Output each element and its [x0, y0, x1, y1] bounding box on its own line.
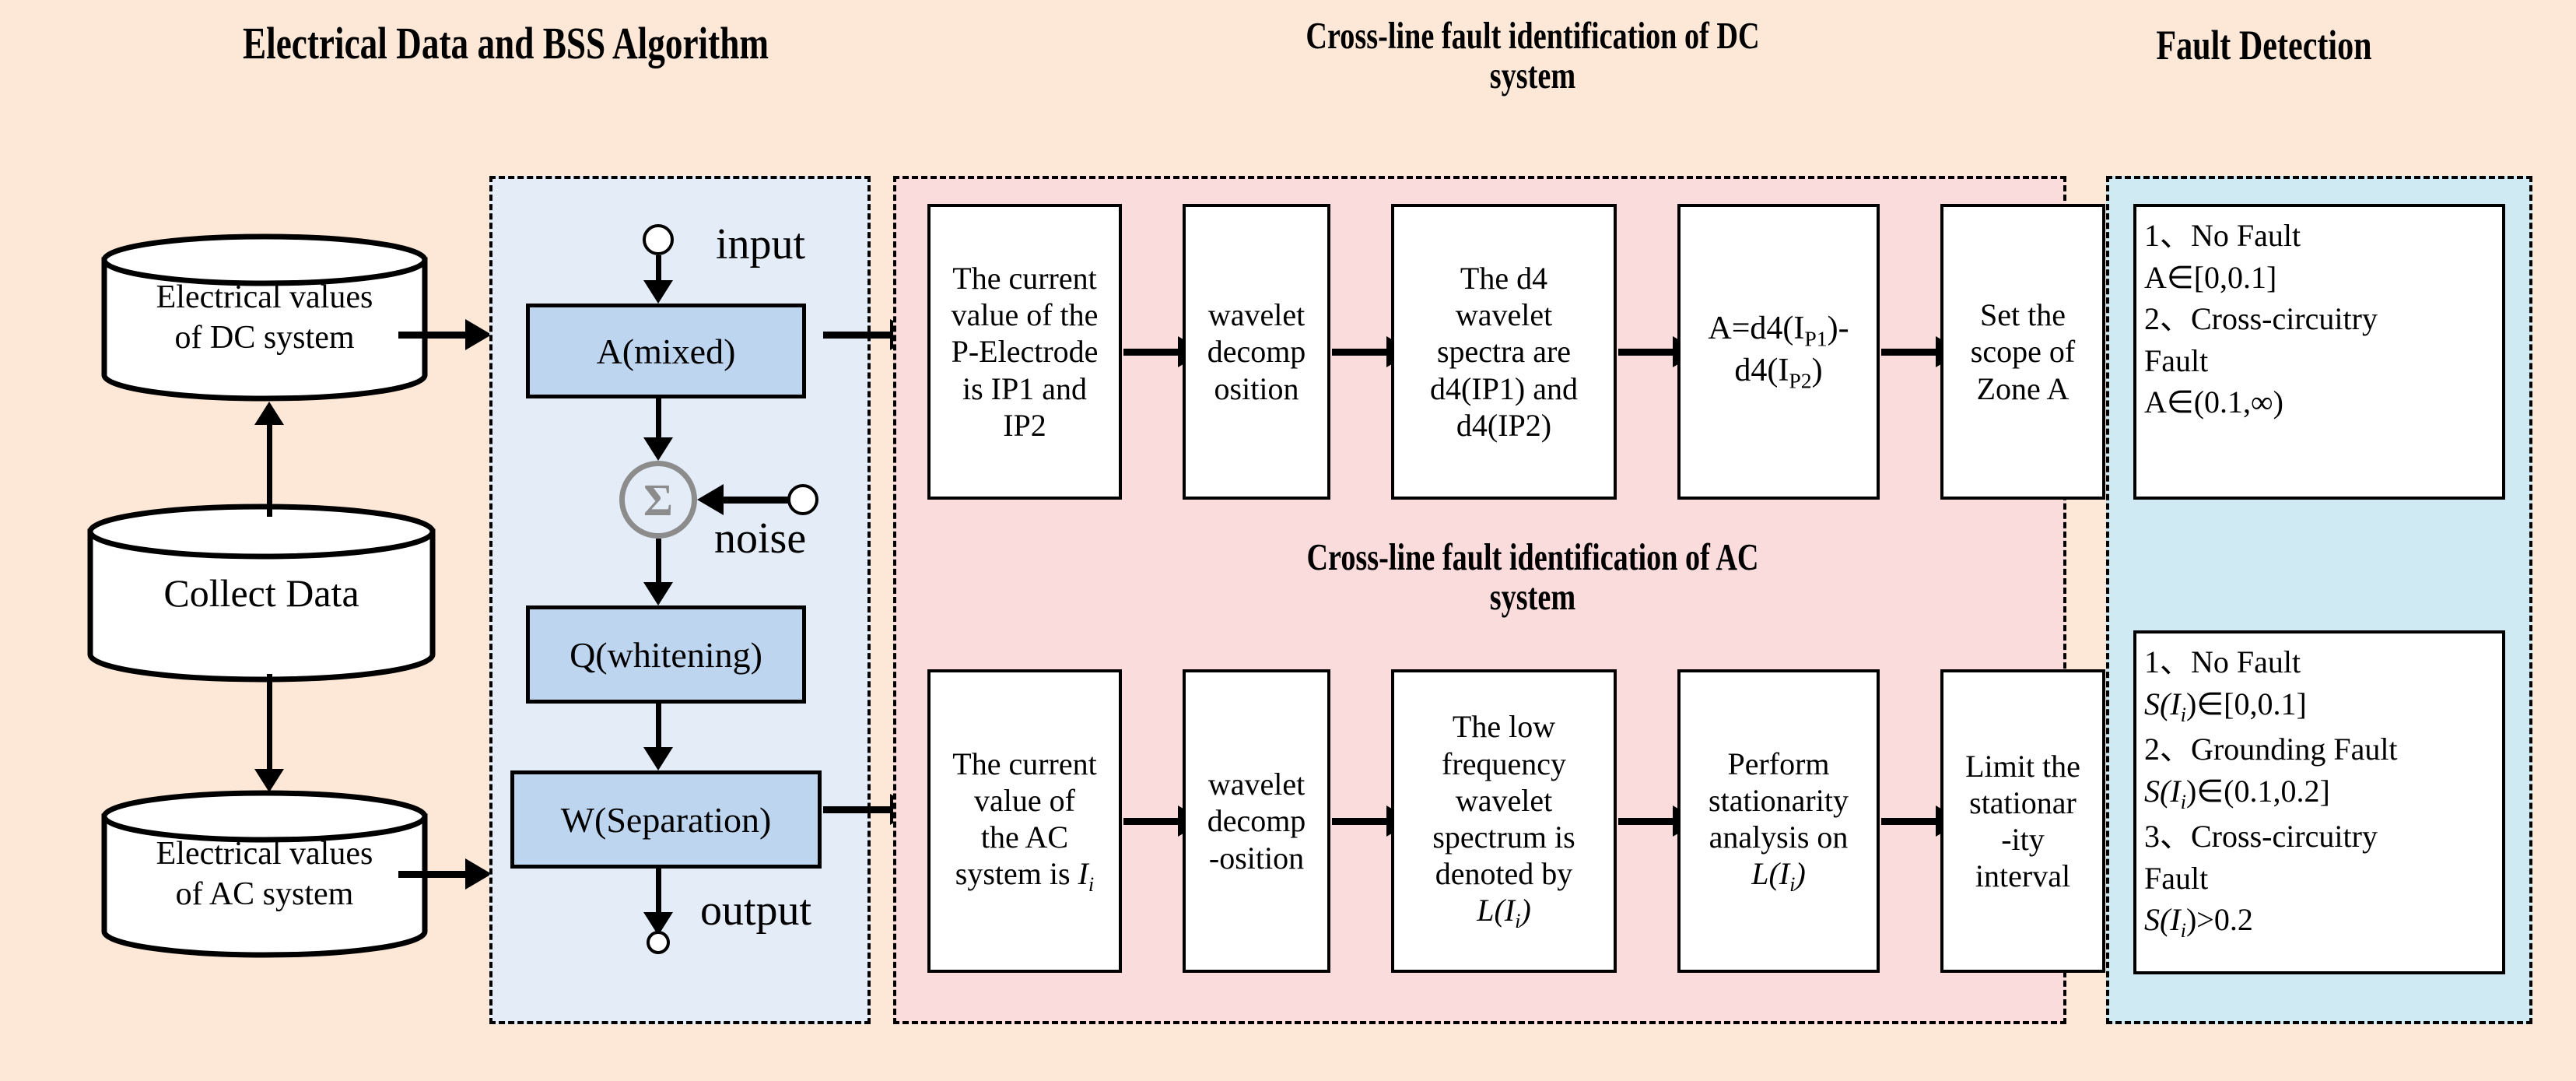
cylinder-collect-data: Collect Data: [86, 504, 437, 683]
dc-step-2[interactable]: wavelet decomp osition: [1183, 204, 1330, 500]
fault-ac-line-7: S(Ii)>0.2: [2144, 902, 2253, 942]
heading-ac-identification: Cross-line fault identification of AC sy…: [1306, 535, 1759, 619]
fault-dc-line-3: 2、Cross-circuitry: [2144, 301, 2378, 337]
arrow-sigma-to-whitening: [643, 539, 674, 605]
arrow-input-to-a-mixed: [643, 255, 674, 304]
dc-step-5-text: Set the scope of Zone A: [1970, 297, 2076, 406]
arrow-whitening-to-separation: [643, 704, 674, 770]
noise-label: noise: [714, 514, 807, 563]
cylinder-dc-values: Electrical values of DC system: [100, 233, 429, 402]
fault-ac-line-4: S(Ii)∈(0.1,0.2]: [2144, 773, 2330, 813]
fault-ac-line-3: 2、Grounding Fault: [2144, 731, 2398, 767]
fault-ac-line-6: Fault: [2144, 860, 2209, 896]
dc-step-3-text: The d4 wavelet spectra are d4(IP1) and d…: [1430, 261, 1578, 443]
fault-ac-line-2: S(Ii)∈[0,0.1]: [2144, 686, 2307, 726]
ac-step-3[interactable]: The low frequency wavelet spectrum is de…: [1391, 669, 1617, 973]
arrow-collect-to-dc: [254, 402, 285, 517]
ac-step-3-text: The low frequency wavelet spectrum is de…: [1432, 709, 1575, 933]
bss-block-w-separation[interactable]: W(Separation): [510, 770, 822, 869]
ac-step-2-text: wavelet decomp -osition: [1207, 767, 1306, 876]
fault-dc-line-2: A∈[0,0.1]: [2144, 259, 2277, 295]
input-label: input: [716, 220, 806, 268]
summation-node: Σ: [619, 461, 697, 539]
dc-step-1-text: The current value of the P-Electrode is …: [951, 261, 1099, 443]
dc-step-4-text: A=d4(IP1)- d4(IP2): [1708, 310, 1849, 393]
bss-block-a-mixed[interactable]: A(mixed): [526, 304, 806, 398]
input-node-dot: [643, 224, 674, 255]
ac-step-4[interactable]: Perform stationarity analysis on L(Ii): [1677, 669, 1880, 973]
cylinder-ac-values-label: Electrical values of AC system: [156, 835, 373, 913]
ac-step-1-text: The current value of the AC system is Ii: [952, 746, 1097, 897]
cylinder-ac-values: Electrical values of AC system: [100, 790, 429, 958]
arrow-separation-to-output: [643, 869, 674, 935]
ac-step-4-text: Perform stationarity analysis on L(Ii): [1709, 746, 1849, 897]
arrow-dc-values-to-bss: [398, 319, 492, 350]
arrow-ac-values-to-bss: [398, 858, 492, 890]
bss-block-q-whitening[interactable]: Q(whitening): [526, 605, 806, 704]
ac-step-5[interactable]: Limit the stationar -ity interval: [1940, 669, 2105, 973]
ac-step-2[interactable]: wavelet decomp -osition: [1183, 669, 1330, 973]
arrow-collect-to-ac: [254, 674, 285, 792]
fault-ac-line-1: 1、No Fault: [2144, 644, 2301, 679]
dc-step-2-text: wavelet decomp osition: [1207, 297, 1306, 406]
output-node-dot: [647, 931, 670, 954]
noise-node-dot: [787, 484, 818, 515]
cylinder-collect-data-label: Collect Data: [163, 570, 359, 615]
fault-dc-line-5: A∈(0.1,∞): [2144, 384, 2283, 420]
heading-dc-identification: Cross-line fault identification of DC sy…: [1306, 14, 1760, 97]
ac-step-1[interactable]: The current value of the AC system is Ii: [927, 669, 1122, 973]
cylinder-dc-values-label: Electrical values of DC system: [156, 279, 373, 356]
fault-result-ac[interactable]: 1、No Fault S(Ii)∈[0,0.1] 2、Grounding Fau…: [2133, 630, 2505, 974]
heading-fault-detection: Fault Detection: [2156, 22, 2372, 68]
ac-step-5-text: Limit the stationar -ity interval: [1965, 748, 2080, 894]
dc-step-4-formula[interactable]: A=d4(IP1)- d4(IP2): [1677, 204, 1880, 500]
fault-dc-line-1: 1、No Fault: [2144, 218, 2301, 253]
dc-step-5[interactable]: Set the scope of Zone A: [1940, 204, 2105, 500]
dc-step-1[interactable]: The current value of the P-Electrode is …: [927, 204, 1122, 500]
heading-electrical-data-bss: Electrical Data and BSS Algorithm: [242, 18, 769, 68]
arrow-noise-to-sigma: [697, 484, 790, 515]
output-label: output: [700, 886, 812, 935]
fault-ac-line-5: 3、Cross-circuitry: [2144, 818, 2378, 854]
dc-step-3[interactable]: The d4 wavelet spectra are d4(IP1) and d…: [1391, 204, 1617, 500]
fault-dc-line-4: Fault: [2144, 342, 2209, 378]
arrow-a-mixed-to-sigma: [643, 398, 674, 461]
fault-result-dc[interactable]: 1、No Fault A∈[0,0.1] 2、Cross-circuitry F…: [2133, 204, 2505, 500]
